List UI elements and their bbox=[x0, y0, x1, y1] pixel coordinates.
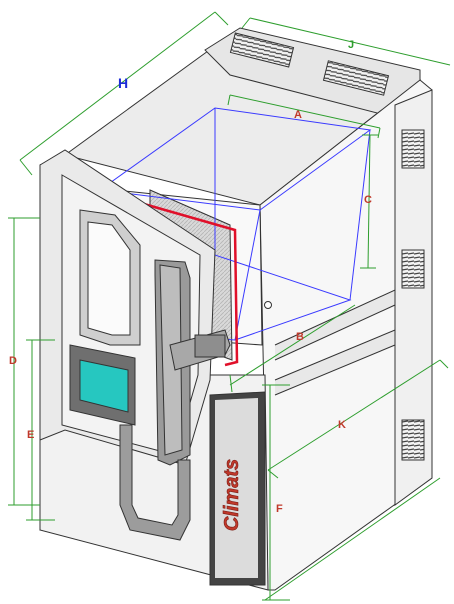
door-window-glass bbox=[87, 221, 131, 336]
side-vent-grille-top bbox=[401, 129, 425, 169]
lock-icon[interactable] bbox=[264, 301, 272, 309]
door-latch-block bbox=[194, 334, 226, 358]
side-seam-2 bbox=[274, 329, 396, 396]
label-f: F bbox=[276, 503, 283, 515]
label-e: E bbox=[27, 429, 34, 441]
dim-line-a bbox=[229, 94, 381, 129]
door-handle-face bbox=[159, 264, 183, 456]
dim-line-c bbox=[367, 134, 371, 269]
door[interactable] bbox=[39, 149, 272, 541]
door-seal bbox=[129, 198, 239, 367]
dim-line-k bbox=[267, 359, 441, 471]
label-d: D bbox=[9, 355, 17, 367]
side-vent-grille-bottom bbox=[401, 419, 425, 461]
dimension-lines bbox=[8, 11, 451, 601]
dim-line-j bbox=[249, 17, 451, 66]
label-a: A bbox=[294, 109, 302, 121]
top-vent-grille-left bbox=[229, 32, 295, 68]
label-j: J bbox=[348, 39, 354, 51]
right-side-panel bbox=[394, 89, 433, 506]
touch-screen-icon[interactable] bbox=[79, 359, 129, 413]
label-c: C bbox=[364, 194, 372, 206]
dim-line-b bbox=[229, 304, 356, 386]
dimension-labels: H J A C B D E F K bbox=[9, 39, 372, 515]
side-vent-grille-middle bbox=[401, 249, 425, 289]
brand-panel: Climats bbox=[209, 391, 266, 586]
handle-icon[interactable] bbox=[119, 424, 191, 541]
label-b: B bbox=[296, 331, 304, 343]
label-h: H bbox=[118, 75, 128, 91]
dim-line-h bbox=[19, 11, 216, 161]
brand-logo: Climats bbox=[221, 459, 243, 531]
label-k: K bbox=[338, 419, 346, 431]
top-vent-grille-right bbox=[322, 60, 390, 96]
brand-panel-face bbox=[215, 398, 258, 578]
